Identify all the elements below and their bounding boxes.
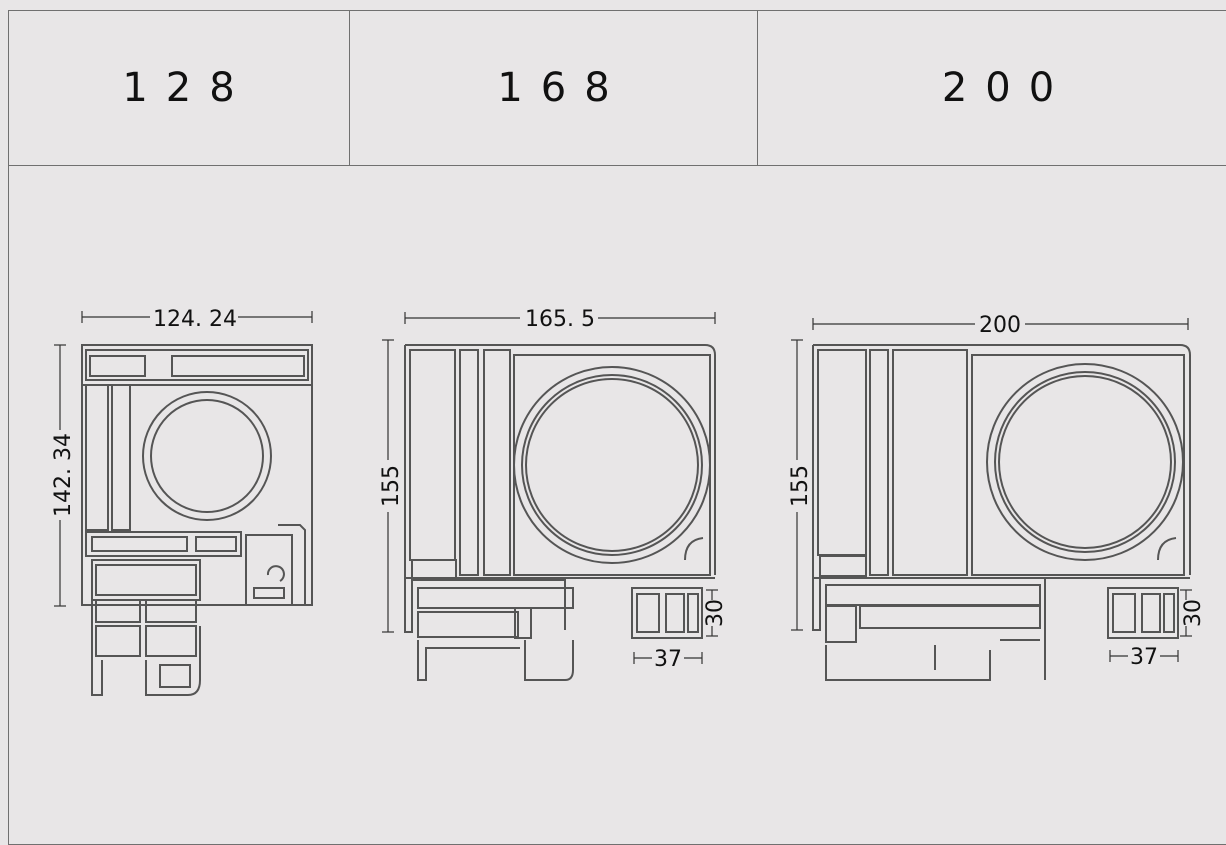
width-label-200: 200 [979, 313, 1021, 338]
width-label-128: 124. 24 [153, 307, 237, 332]
track-dimensions-200 [1109, 589, 1192, 662]
track-dimensions-168 [633, 589, 718, 664]
track-width-label-200: 37 [1130, 645, 1158, 670]
height-label-168: 155 [379, 465, 404, 507]
width-label-168: 165. 5 [525, 307, 595, 332]
header-series-200: 200 [941, 65, 1073, 111]
header-row: 128 168 200 [8, 10, 1226, 166]
profile-200 [791, 318, 1192, 681]
width-dimension-128 [81, 311, 313, 323]
height-label-128: 142. 34 [51, 433, 76, 517]
track-width-label-168: 37 [654, 647, 682, 672]
profile-128 [54, 311, 313, 696]
height-label-200: 155 [788, 465, 813, 507]
width-dimension-168 [404, 312, 716, 324]
track-height-label-200: 30 [1181, 599, 1206, 627]
height-dimension-200 [791, 339, 803, 631]
height-dimension-128 [54, 344, 66, 607]
width-dimension-200 [812, 318, 1189, 330]
header-series-128: 128 [8, 10, 350, 166]
header-series-168: 168 [350, 10, 758, 166]
height-dimension-168 [382, 339, 394, 633]
track-height-label-168: 30 [703, 599, 728, 627]
profile-168 [382, 312, 718, 681]
